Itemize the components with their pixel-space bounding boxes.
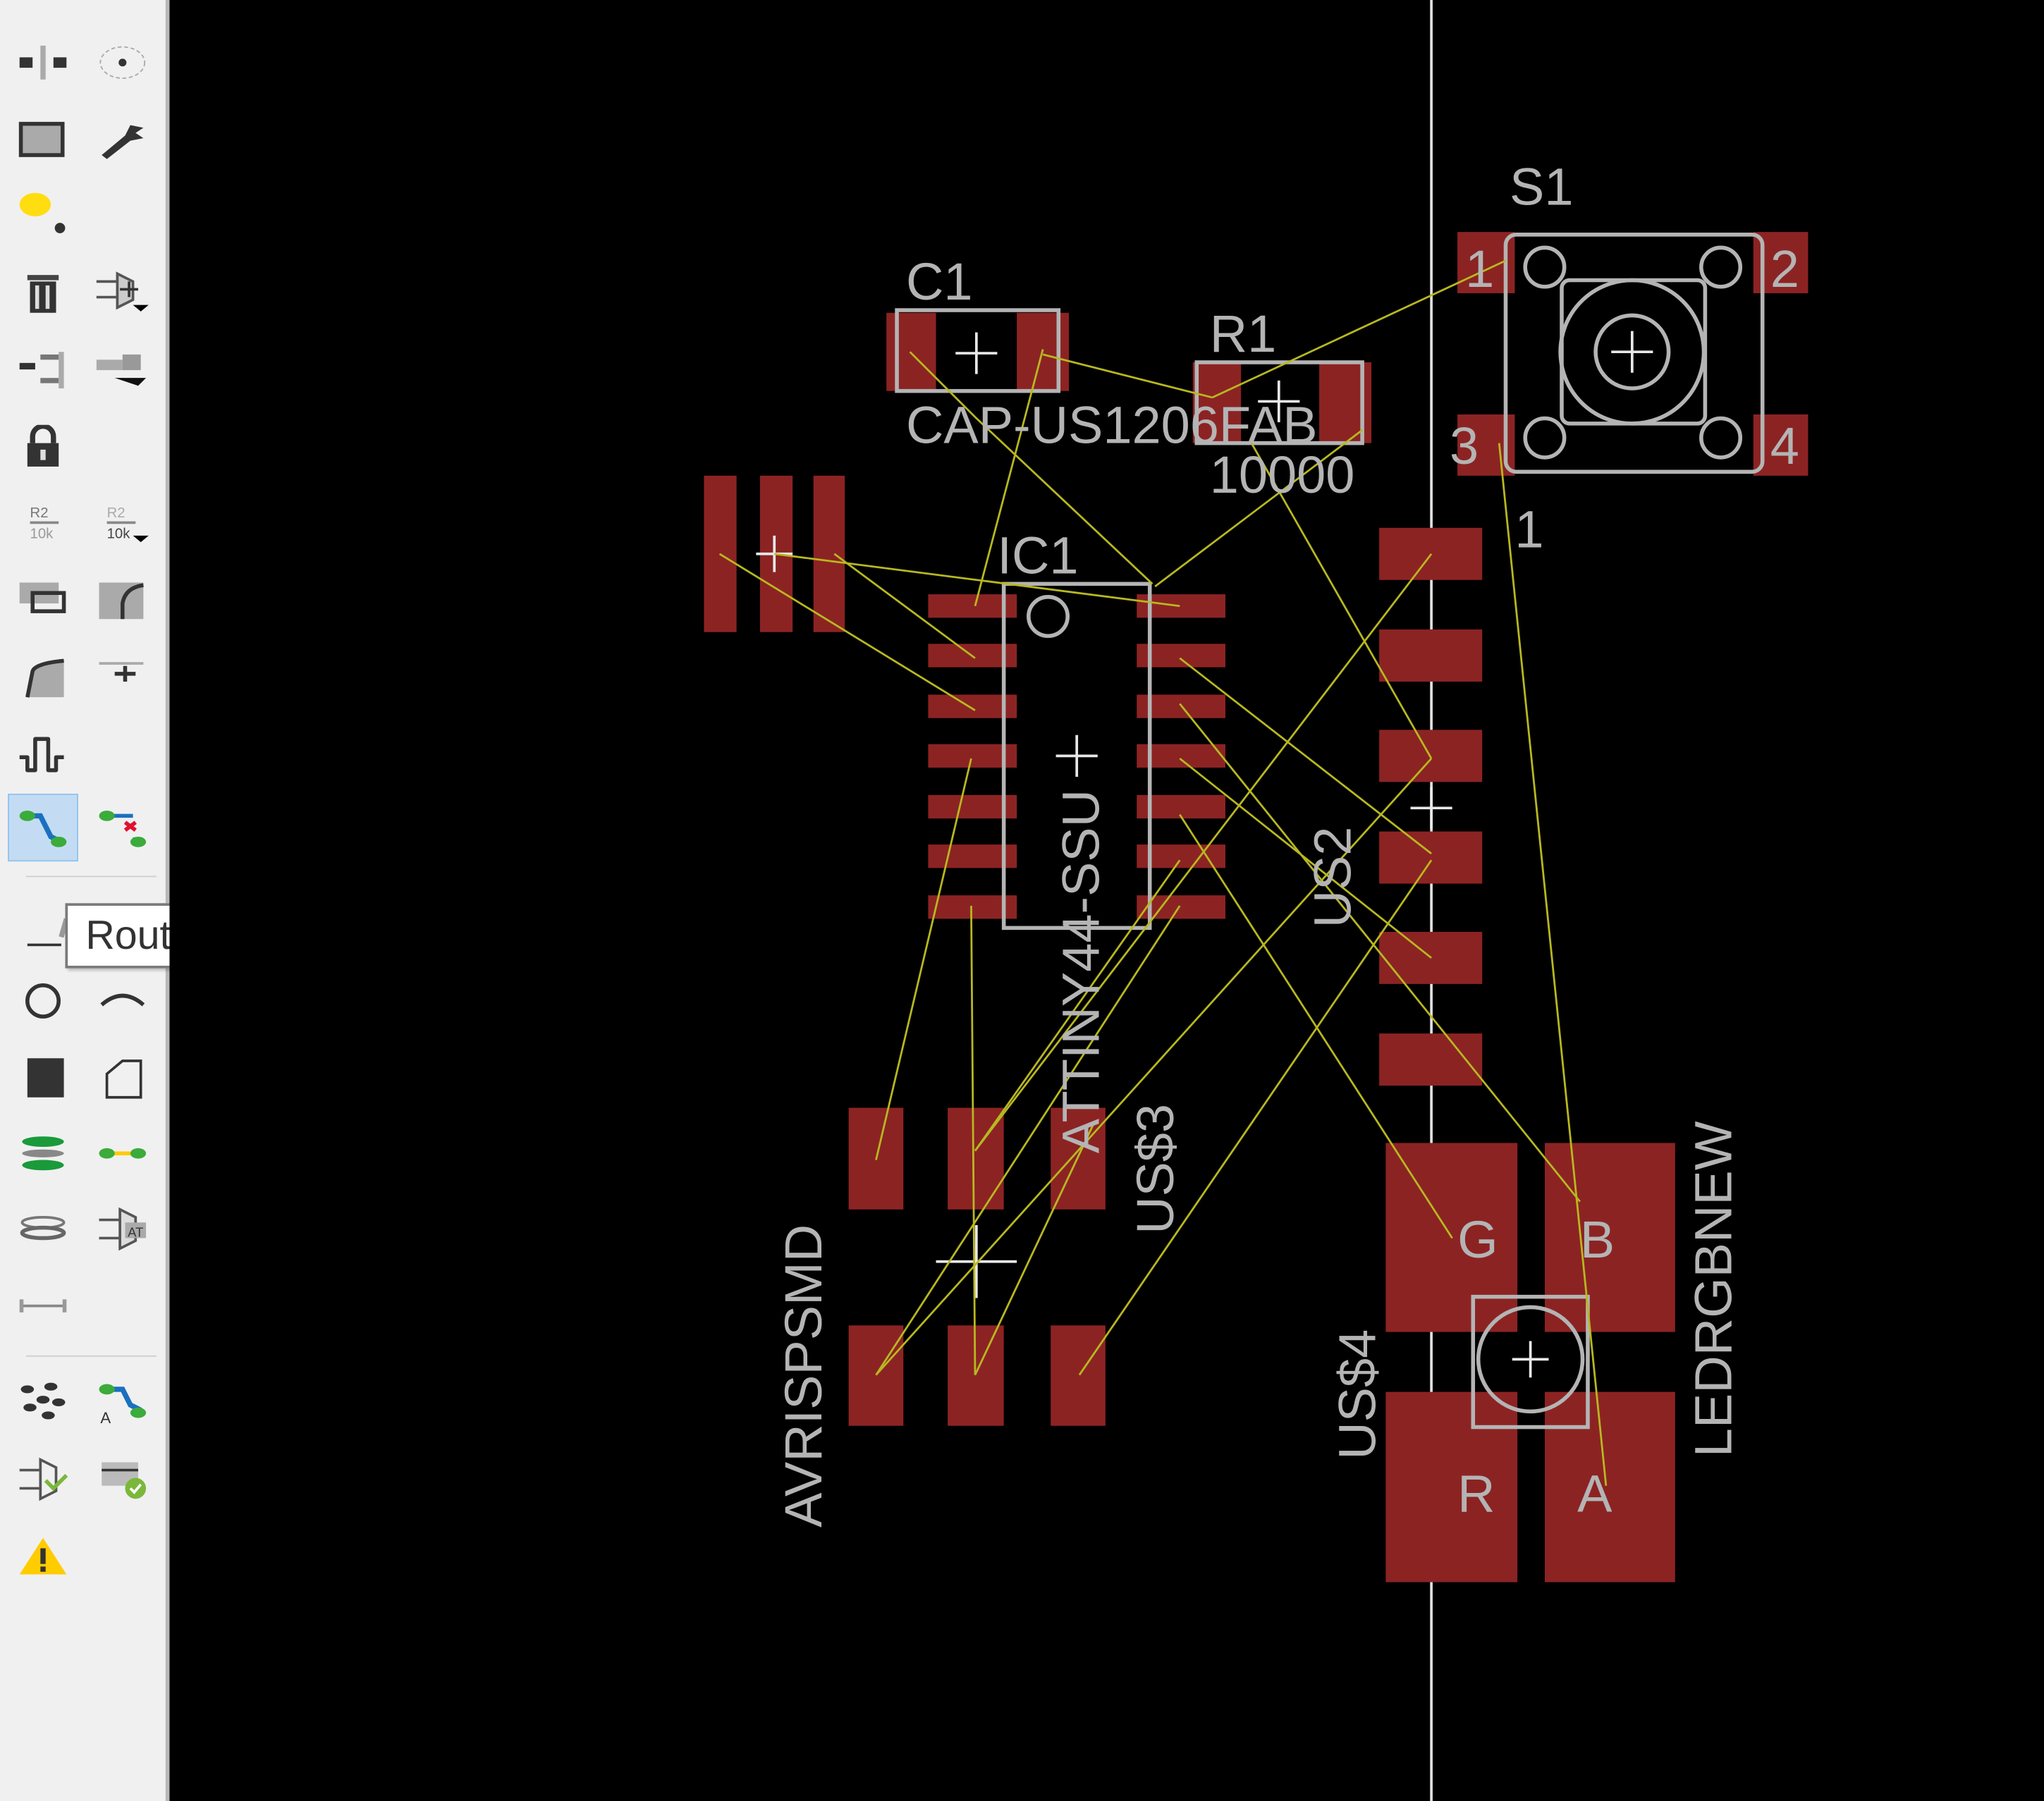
route-icon (19, 811, 67, 847)
change-layer-icon[interactable] (8, 181, 78, 249)
us4-pin-b: B (1580, 1210, 1615, 1269)
s1-name: S1 (1510, 157, 1573, 216)
circle-icon[interactable] (8, 967, 78, 1035)
delete-icon[interactable] (8, 259, 78, 327)
us4-pin-g: G (1457, 1210, 1498, 1269)
us2-name: US2 (1303, 827, 1361, 928)
move-split-icon[interactable] (8, 336, 78, 404)
ic1-value: ATTINY44-SSU (1052, 789, 1110, 1153)
attribute-icon[interactable]: AT (87, 1195, 158, 1262)
hole-icon[interactable] (8, 1195, 78, 1262)
errors-warning-icon[interactable] (8, 1523, 78, 1591)
s1-pin-1: 1 (1465, 240, 1494, 298)
route-button[interactable] (8, 793, 78, 862)
toolbar-separator (25, 1355, 157, 1357)
rectangle-icon[interactable] (8, 1044, 78, 1112)
toolbar-separator (25, 875, 157, 878)
us4-pin-r: R (1457, 1465, 1495, 1523)
autorouter-icon[interactable]: A (87, 1370, 158, 1437)
miter-icon[interactable] (87, 565, 158, 633)
board-canvas[interactable]: C1 CAP-US1206FAB R1 10000 S1 1 2 3 4 IC1… (169, 0, 2044, 1801)
svg-text:10k: 10k (107, 527, 131, 542)
polygon-icon[interactable] (87, 1044, 158, 1112)
group-icon[interactable] (8, 106, 78, 173)
rotate-icon[interactable] (87, 29, 158, 97)
ic1-name: IC1 (997, 527, 1078, 585)
svg-text:R2: R2 (107, 505, 126, 521)
us3-name: US$3 (1126, 1104, 1185, 1234)
us3-pads (848, 1107, 1106, 1426)
r1-value: 10000 (1210, 445, 1355, 504)
mirror-icon[interactable] (8, 29, 78, 97)
us4-pads (1385, 1143, 1675, 1582)
c1-value: CAP-US1206FAB (906, 396, 1318, 455)
s1-pin-3: 3 (1450, 417, 1479, 475)
smash-icon[interactable] (8, 565, 78, 633)
erc-icon[interactable] (8, 1445, 78, 1513)
us4-pin-a: A (1577, 1465, 1612, 1523)
properties-wrench-icon[interactable] (87, 106, 158, 173)
svg-text:10k: 10k (30, 527, 54, 542)
us2-pin1: 1 (1514, 500, 1543, 559)
us4-name: US$4 (1328, 1329, 1387, 1460)
ic1-outline (1001, 582, 1152, 930)
c1-outline (895, 308, 1061, 393)
add-part-icon[interactable] (87, 259, 158, 327)
origin-crosses (756, 331, 1653, 1378)
us4-outline (1471, 1294, 1590, 1430)
svg-text:A: A (100, 1409, 111, 1426)
signal-icon[interactable] (87, 1119, 158, 1187)
dimension-icon[interactable] (8, 1272, 78, 1340)
s1-pin-2: 2 (1770, 240, 1799, 298)
lock-icon[interactable] (8, 413, 78, 481)
via-icon[interactable] (8, 1119, 78, 1187)
meander-icon[interactable] (8, 720, 78, 787)
s1-outline (1503, 233, 1765, 474)
airwires (718, 259, 1608, 1486)
arc-icon[interactable] (87, 967, 158, 1035)
ratsnest-icon[interactable] (8, 1370, 78, 1437)
s1-pin-4: 4 (1770, 417, 1799, 475)
svg-text:R2: R2 (30, 505, 49, 521)
drc-icon[interactable] (87, 1445, 158, 1513)
replace-part-icon[interactable] (87, 336, 158, 404)
r1-name: R1 (1210, 305, 1277, 363)
svg-text:AT: AT (128, 1225, 143, 1240)
us4-value: LEDRGBNEW (1684, 1121, 1742, 1457)
optimize-icon[interactable] (87, 644, 158, 711)
ripup-icon[interactable] (87, 794, 158, 861)
c1-name: C1 (906, 252, 973, 311)
us3-value: AVRISPSMD (774, 1224, 833, 1528)
r1-outline (1194, 360, 1364, 445)
split-icon[interactable] (8, 644, 78, 711)
